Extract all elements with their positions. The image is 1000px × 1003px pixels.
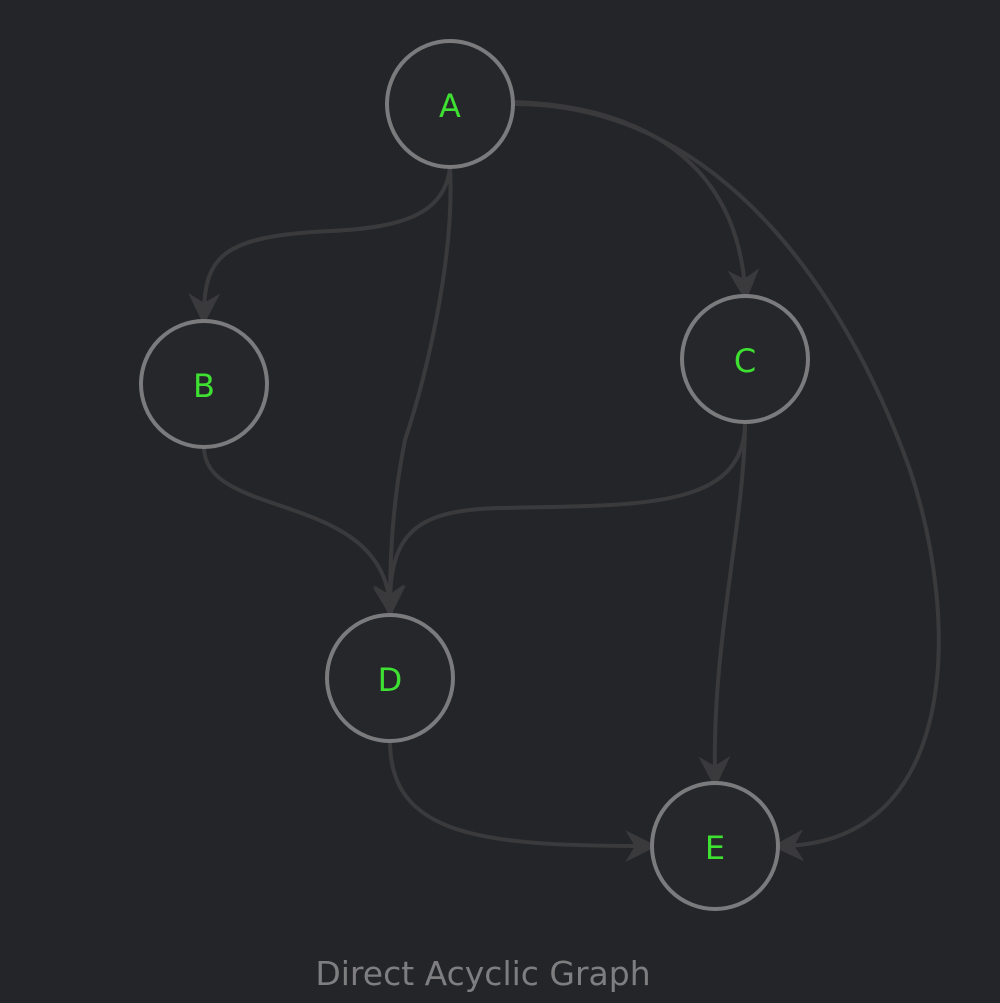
node-label: B: [193, 367, 215, 405]
node-circle: [680, 294, 810, 424]
node-circle: [139, 319, 269, 449]
edge-b-to-d: [202, 446, 405, 618]
node-label: C: [734, 342, 756, 380]
node-label: E: [705, 829, 725, 867]
edge-c-to-d: [373, 421, 747, 618]
diagram-caption: Direct Acyclic Graph: [315, 954, 651, 993]
edge-a-to-c: [513, 100, 760, 302]
edge-a-to-e: [513, 102, 941, 862]
node-circle: [385, 39, 515, 169]
edge-a-to-b: [188, 166, 452, 326]
nodes-layer: A B C D E: [139, 39, 810, 911]
node-a: A: [385, 39, 515, 169]
node-b: B: [139, 319, 269, 449]
node-d: D: [325, 613, 455, 743]
edge-c-to-e: [698, 421, 747, 789]
node-label: A: [439, 87, 461, 125]
node-e: E: [650, 781, 780, 911]
node-circle: [325, 613, 455, 743]
edges-layer: [188, 100, 941, 863]
node-c: C: [680, 294, 810, 424]
node-circle: [650, 781, 780, 911]
edge-d-to-e: [388, 740, 658, 863]
node-label: D: [378, 661, 403, 699]
edge-a-to-d: [373, 166, 453, 618]
